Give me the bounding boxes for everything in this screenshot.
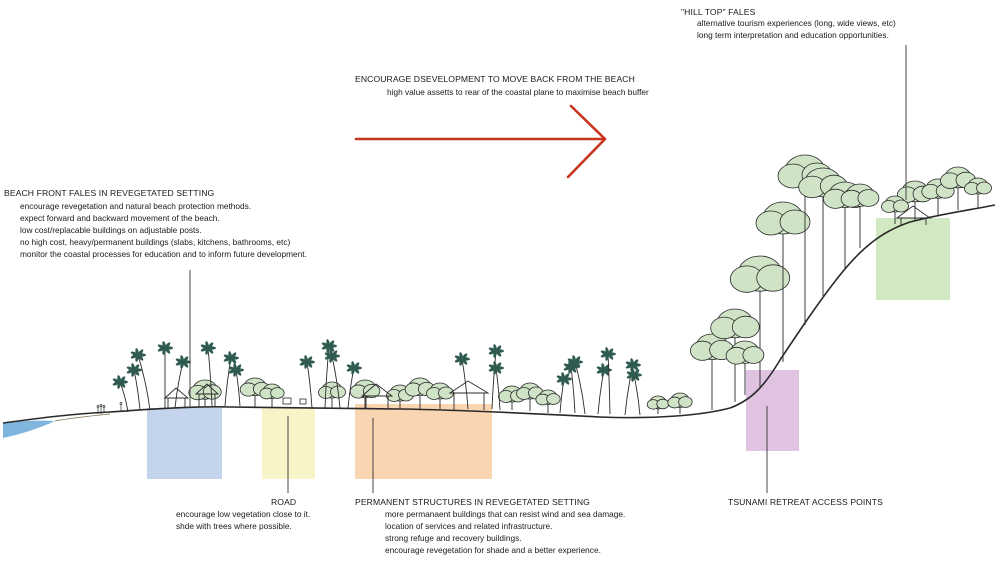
palm-tree-icon: [130, 348, 151, 411]
road-line-2: shde with trees where possible.: [176, 521, 292, 531]
broadleaf-tree-icon: [840, 183, 880, 248]
permanent-line-4: encourage revegetation for shade and a b…: [385, 545, 601, 555]
palm-tree-icon: [624, 358, 641, 416]
broadleaf-tree-icon: [964, 177, 992, 208]
palm-tree-icon: [112, 375, 129, 413]
permanent-line-1: more permanaent buildings that can resis…: [385, 509, 626, 519]
palm-trees: [112, 339, 642, 416]
palm-tree-icon: [454, 352, 470, 410]
hilltop-line-1: alternative tourism experiences (long, w…: [697, 18, 896, 28]
beachfront-zone-block: [147, 408, 222, 479]
beachfront-line-4: no high cost, heavy/permanent buildings …: [20, 237, 291, 247]
permanent-zone-block: [355, 404, 492, 479]
palm-tree-icon: [157, 341, 173, 408]
beachfront-title: BEACH FRONT FALES IN REVEGETATED SETTING: [4, 188, 215, 198]
beach-fale-icon: [163, 383, 220, 408]
palm-tree-icon: [223, 351, 239, 407]
tsunami-zone-block: [746, 370, 799, 451]
beach-sand-line: [54, 413, 111, 422]
broadleaf-tree-icon: [535, 389, 561, 413]
road-title: ROAD: [271, 497, 297, 507]
hilltop-title: "HILL TOP" FALES: [681, 7, 756, 17]
broadleaf-tree-icon: [729, 255, 791, 388]
palm-tree-icon: [488, 361, 504, 411]
palm-tree-icon: [600, 347, 616, 415]
permanent-title: PERMANENT STRUCTURES IN REVEGETATED SETT…: [355, 497, 590, 507]
palm-tree-icon: [556, 372, 572, 414]
ground-profile-line: [2, 204, 996, 424]
broadleaf-tree-icon: [349, 379, 381, 409]
move-back-arrow-icon: [354, 104, 607, 179]
hilltop-zone-block: [876, 218, 950, 300]
palm-tree-icon: [488, 344, 504, 410]
palm-tree-icon: [626, 368, 642, 416]
broadleaf-tree-icon: [690, 333, 734, 410]
permanent-line-2: location of services and related infrast…: [385, 521, 553, 531]
broadleaf-tree-icon: [516, 382, 544, 411]
broadleaf-tree-icon: [646, 395, 670, 414]
beachfront-line-2: expect forward and backward movement of …: [20, 213, 220, 223]
broadleaf-tree-icon: [426, 382, 454, 409]
palm-tree-icon: [324, 349, 341, 409]
broadleaf-tree-icon: [755, 201, 811, 362]
broadleaf-tree-icon: [881, 195, 909, 224]
broadleaf-tree-icon: [710, 308, 760, 402]
broadleaf-tree-icon: [667, 392, 693, 414]
road-zone-block: [262, 407, 315, 479]
palm-tree-icon: [563, 360, 579, 414]
broadleaf-tree-icon: [725, 340, 765, 395]
move-back-title: ENCOURAGE DSEVELOPMENT TO MOVE BACK FROM…: [355, 74, 635, 84]
move-back-subtitle: high value assetts to rear of the coasta…: [387, 87, 649, 97]
permanent-building-icon: [360, 380, 490, 410]
leader-lines: [189, 45, 907, 493]
palm-tree-icon: [174, 355, 191, 409]
palm-tree-icon: [200, 341, 216, 407]
people-figures: [96, 402, 123, 414]
broadleaf-tree-icon: [259, 383, 285, 407]
hilltop-line-2: long term interpretation and education o…: [697, 30, 889, 40]
palm-tree-icon: [346, 361, 362, 409]
palm-tree-icon: [299, 355, 315, 409]
palm-tree-icon: [596, 363, 612, 415]
broadleaf-tree-icon: [318, 381, 346, 408]
permanent-line-3: strong refuge and recovery buildings.: [385, 533, 522, 543]
beachfront-line-1: encourage revegetation and natural beach…: [20, 201, 252, 211]
beachfront-line-5: monitor the coastal processes for educat…: [20, 249, 307, 259]
palm-tree-icon: [321, 339, 337, 409]
palm-tree-icon: [126, 363, 142, 411]
palm-tree-icon: [228, 363, 244, 407]
broadleaf-trees: [188, 154, 992, 414]
road-line-1: encourage low vegetation close to it.: [176, 509, 311, 519]
road-vehicle-icon: [282, 397, 307, 405]
tsunami-title: TSUNAMI RETREAT ACCESS POINTS: [728, 497, 883, 507]
hilltop-fale-icon: [895, 205, 932, 226]
sea-water: [3, 420, 55, 438]
beachfront-line-3: low cost/replacable buildings on adjusta…: [20, 225, 202, 235]
